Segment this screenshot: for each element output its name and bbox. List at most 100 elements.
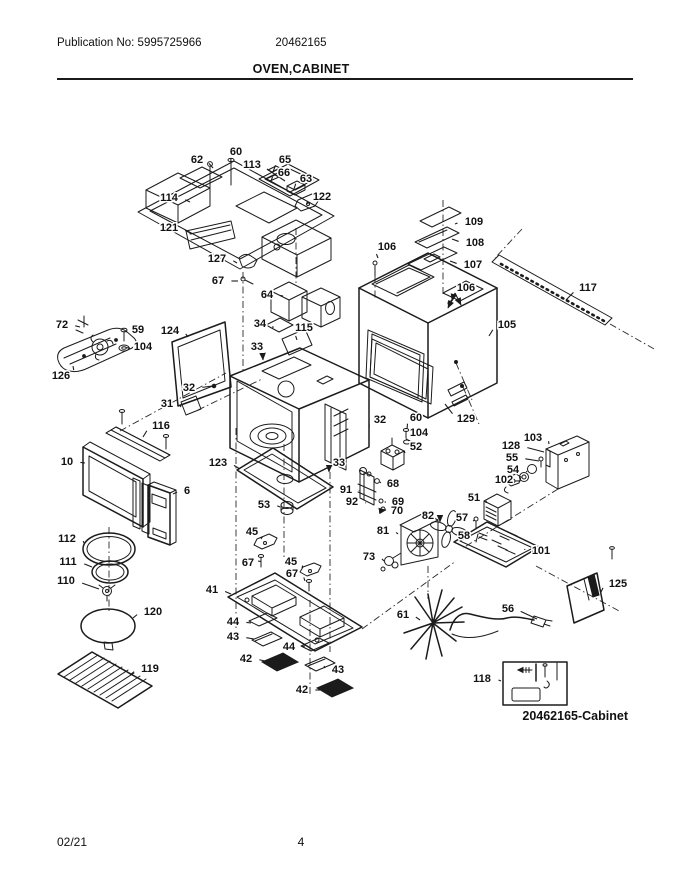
footer-page-number: 4 xyxy=(297,835,305,849)
part-59-screw-drawing xyxy=(121,328,127,341)
callout-leader-56 xyxy=(521,611,537,619)
part-110-hub-drawing xyxy=(99,585,115,601)
callout-label-43: 43 xyxy=(227,631,239,643)
callout-label-67: 67 xyxy=(286,568,298,580)
part-109-108-107-top-plates-drawing xyxy=(408,207,461,270)
callout-leader-44 xyxy=(302,646,305,647)
part-124-frame-drawing xyxy=(172,322,231,406)
callout-label-115: 115 xyxy=(295,322,313,334)
callout-label-32: 32 xyxy=(374,414,386,426)
part-73-fan-motor-drawing xyxy=(381,553,401,571)
part-10-door-drawing xyxy=(83,442,150,534)
part-41-base-plate-drawing xyxy=(228,573,362,651)
part-44-43-42-feet-pads-drawing xyxy=(249,613,353,697)
part-64-duct-boxes-drawing xyxy=(271,282,340,327)
callout-leader-60 xyxy=(407,424,408,429)
callout-leader-108 xyxy=(452,239,459,241)
callout-leader-66 xyxy=(271,177,273,181)
callout-leader-42 xyxy=(259,660,265,661)
publication-number: Publication No: 5995725966 xyxy=(57,37,202,49)
callout-label-103: 103 xyxy=(524,432,542,444)
callout-leader-126 xyxy=(73,366,74,370)
part-105-cabinet-wrapper-drawing xyxy=(359,253,497,418)
callout-label-69: 69 xyxy=(392,496,404,508)
callout-leader-117 xyxy=(566,292,573,300)
part-33-oven-cavity-drawing xyxy=(230,339,433,482)
callout-leader-125 xyxy=(601,588,603,592)
callout-label-45: 45 xyxy=(285,556,297,568)
callout-label-68: 68 xyxy=(387,478,399,490)
callout-leader-81 xyxy=(396,532,398,534)
part-123-glass-tray-drawing xyxy=(237,448,333,509)
callout-label-104: 104 xyxy=(134,341,153,353)
callout-label-125: 125 xyxy=(609,578,627,590)
callout-leader-115 xyxy=(296,336,297,340)
callout-label-128: 128 xyxy=(502,440,520,452)
callout-label-106: 106 xyxy=(378,241,396,253)
callout-leader-53 xyxy=(277,506,280,507)
callout-leader-10 xyxy=(80,462,85,463)
callout-leader-43 xyxy=(324,666,325,668)
callout-leader-110 xyxy=(82,583,99,589)
callout-label-91: 91 xyxy=(340,484,352,496)
part-56-power-cord-drawing xyxy=(450,614,552,638)
callout-label-123: 123 xyxy=(209,457,227,469)
callout-leader-63 xyxy=(294,184,296,189)
callout-label-121: 121 xyxy=(160,222,178,234)
callout-label-6: 6 xyxy=(184,485,190,497)
part-120-griddle-drawing xyxy=(81,609,135,650)
callout-leader-114 xyxy=(185,200,190,202)
callout-label-124: 124 xyxy=(161,325,180,337)
callout-label-55: 55 xyxy=(506,452,518,464)
callout-leader-105 xyxy=(489,330,493,336)
callout-label-44: 44 xyxy=(227,616,240,628)
part-31-plate-drawing xyxy=(181,384,216,415)
callout-label-57: 57 xyxy=(456,512,468,524)
callout-leader-57 xyxy=(473,520,475,521)
callout-label-33: 33 xyxy=(251,341,263,353)
callout-label-60: 60 xyxy=(230,146,242,158)
callout-label-67: 67 xyxy=(212,275,224,287)
callout-label-117: 117 xyxy=(579,282,597,294)
callout-label-114: 114 xyxy=(160,192,179,204)
document-number: 20462165 xyxy=(275,37,327,49)
part-61-wiring-harness-drawing xyxy=(404,590,464,659)
callout-label-34: 34 xyxy=(254,318,267,330)
callout-leader-112 xyxy=(83,541,84,543)
part-116-trim-bar-drawing xyxy=(106,410,170,462)
part-114-duct-assembly-drawing xyxy=(138,158,334,284)
callout-label-105: 105 xyxy=(498,319,516,331)
callout-label-61: 61 xyxy=(397,609,409,621)
callout-leader-73 xyxy=(382,559,384,561)
part-125-filter-panel-drawing xyxy=(567,547,614,623)
callout-label-43: 43 xyxy=(332,664,344,676)
part-117-vent-strip-drawing xyxy=(492,255,612,325)
callout-label-41: 41 xyxy=(206,584,218,596)
callout-label-92: 92 xyxy=(346,496,358,508)
part-118-hardware-kit-box-drawing xyxy=(503,662,567,705)
callout-leader-111 xyxy=(84,564,92,567)
callout-label-52: 52 xyxy=(410,441,422,453)
callout-label-109: 109 xyxy=(465,216,483,228)
callout-label-108: 108 xyxy=(466,237,484,249)
callout-label-101: 101 xyxy=(532,545,550,557)
callout-leader-55 xyxy=(525,459,539,461)
callout-leader-129 xyxy=(445,404,452,414)
callout-label-129: 129 xyxy=(457,413,475,425)
callout-leader-61 xyxy=(416,617,420,620)
callout-leader-106 xyxy=(376,254,378,258)
callout-leader-116 xyxy=(143,431,147,437)
callout-leader-68 xyxy=(380,482,381,483)
callout-label-59: 59 xyxy=(132,324,144,336)
callout-label-106: 106 xyxy=(457,282,475,294)
part-53-coupler-drawing xyxy=(281,502,293,515)
callout-label-10: 10 xyxy=(61,456,73,468)
callout-label-110: 110 xyxy=(57,575,75,587)
callout-leader-124 xyxy=(186,334,188,337)
callout-leader-45 xyxy=(302,566,303,568)
callout-label-107: 107 xyxy=(464,259,482,271)
callout-leader-122 xyxy=(307,201,308,204)
callout-label-56: 56 xyxy=(502,603,514,615)
callout-leader-59 xyxy=(125,331,127,332)
callout-label-82: 82 xyxy=(422,510,434,522)
